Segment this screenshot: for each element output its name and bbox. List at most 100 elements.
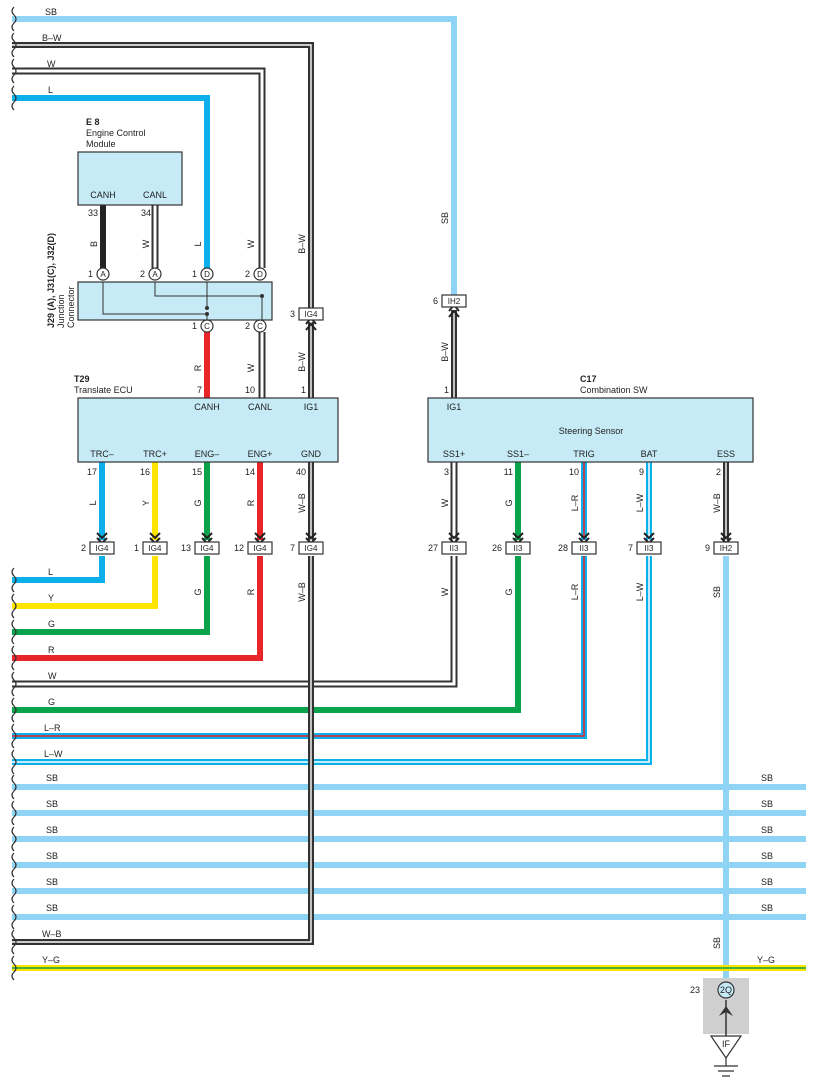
label-g-low: G: [48, 619, 55, 629]
junction-pin-letter: D: [204, 270, 210, 279]
e8-id: E 8: [86, 117, 100, 127]
ground-point-name: IF: [722, 1039, 731, 1049]
wire-y-low: [12, 556, 158, 609]
wire-l-low: [12, 556, 105, 583]
wire-w-low: [12, 556, 458, 688]
chevron-down-icon: [720, 532, 732, 540]
inline-connector-number: 1: [134, 543, 139, 553]
label-wb-low: W–B: [42, 929, 62, 939]
wire-w-top-core: [12, 69, 264, 268]
ground-point: 2Q 23 IF: [690, 978, 749, 1077]
junction-pin-circle: [253, 319, 267, 333]
chevron-down-icon: [149, 532, 161, 540]
label-w-mid: W: [440, 587, 450, 596]
label-lr-mid: L–R: [570, 583, 580, 600]
t29-bottom-pin-label: TRC–: [90, 449, 114, 459]
label-sb-bus-3: SB: [46, 825, 58, 835]
label-sb-bus-2: SB: [46, 799, 58, 809]
label-l-trc: L: [88, 500, 98, 505]
c17-body: [427, 397, 754, 463]
chevron-down-icon: [96, 532, 108, 540]
label-lw-low: L–W: [44, 749, 63, 759]
t29-top-pin-label: CANL: [248, 402, 272, 412]
label-sb-top: SB: [45, 7, 57, 17]
label-bw-ig1: B–W: [297, 352, 307, 372]
junction-link-canh: [102, 282, 208, 320]
wire-lr-low-stripe: [12, 556, 585, 737]
inline-connector-name: IG4: [201, 544, 214, 553]
t29-bottom-pin-label: TRC+: [143, 449, 167, 459]
label-lr-trig: L–R: [570, 494, 580, 511]
inline-connector-number: 28: [558, 543, 568, 553]
label-b-e8: B: [89, 241, 99, 247]
label-bw-top: B–W: [42, 33, 62, 43]
label-yg-left: Y–G: [42, 955, 60, 965]
c17-top-pin-label: IG1: [447, 402, 462, 412]
inline-connector-name: II3: [580, 544, 589, 553]
c17-bottom-pin-label: TRIG: [573, 449, 595, 459]
break-mark: [11, 774, 17, 800]
t29-bottom-pin-label: ENG+: [248, 449, 273, 459]
label-l-top: L: [48, 85, 53, 95]
label-l-e8: L: [193, 241, 203, 246]
break-mark: [11, 852, 17, 878]
c17-bottom-pin-number: 10: [569, 467, 579, 477]
c17-id: C17: [580, 374, 597, 384]
label-g-eng: G: [193, 499, 203, 506]
wire-layer: [12, 16, 806, 978]
inline-connector-number: 2: [81, 543, 86, 553]
break-mark: [11, 800, 17, 826]
break-mark: [11, 723, 17, 749]
wire-sb-top: [12, 16, 457, 296]
junction-pin-letter: C: [257, 322, 263, 331]
label-g-mid: G: [504, 588, 514, 595]
wire-lw-low-stripe: [12, 556, 650, 763]
inline-connector-name: II3: [450, 544, 459, 553]
junction-pin-number: 2: [245, 321, 250, 331]
t29-bottom-pin-number: 15: [192, 467, 202, 477]
label-w-canl: W: [246, 363, 256, 372]
label-w-e8: W: [141, 239, 151, 248]
e8-name-line2: Module: [86, 139, 116, 149]
chevron-down-icon: [512, 532, 524, 540]
e8-engine-control-module: E 8 Engine Control Module CANH CANL 33 3…: [77, 117, 183, 218]
label-lr-low: L–R: [44, 723, 61, 733]
inline-connector-number: 26: [492, 543, 502, 553]
label-sb-bus-6: SB: [46, 903, 58, 913]
e8-canh-label: CANH: [90, 190, 116, 200]
c17-bottom-pin-number: 9: [639, 467, 644, 477]
c17-name: Combination SW: [580, 385, 648, 395]
c17-bottom-pin-number: 3: [444, 467, 449, 477]
chevron-down-icon: [643, 532, 655, 540]
junction-connector: J29 (A), J31(C), J32(D) Junction Connect…: [46, 233, 273, 333]
c17-bottom-pin-label: BAT: [641, 449, 658, 459]
junction-pin-circle: [200, 267, 214, 281]
break-mark: [11, 58, 17, 84]
label-sb-bus-r4: SB: [761, 851, 773, 861]
label-sb-bus-r6: SB: [761, 903, 773, 913]
break-mark: [11, 32, 17, 58]
chevron-up-icon: [448, 309, 460, 318]
label-g-ss1: G: [504, 499, 514, 506]
inline-connector-box: [571, 541, 597, 555]
t29-name: Translate ECU: [74, 385, 133, 395]
ground-connector: [717, 981, 735, 999]
e8-pin-canh: 33: [88, 208, 98, 218]
wire-break-marks: [11, 6, 17, 981]
break-mark: [11, 6, 17, 32]
t29-bottom-pin-label: GND: [301, 449, 322, 459]
wire-r-low: [12, 556, 263, 661]
ground-connector-num: 23: [690, 985, 700, 995]
t29-top-pin-number: 1: [301, 385, 306, 395]
break-mark: [11, 878, 17, 904]
inline-connector-name: IG4: [96, 544, 109, 553]
wire-wb-low-core: [12, 556, 312, 943]
label-w2-e8: W: [246, 239, 256, 248]
t29-body: [77, 397, 339, 463]
